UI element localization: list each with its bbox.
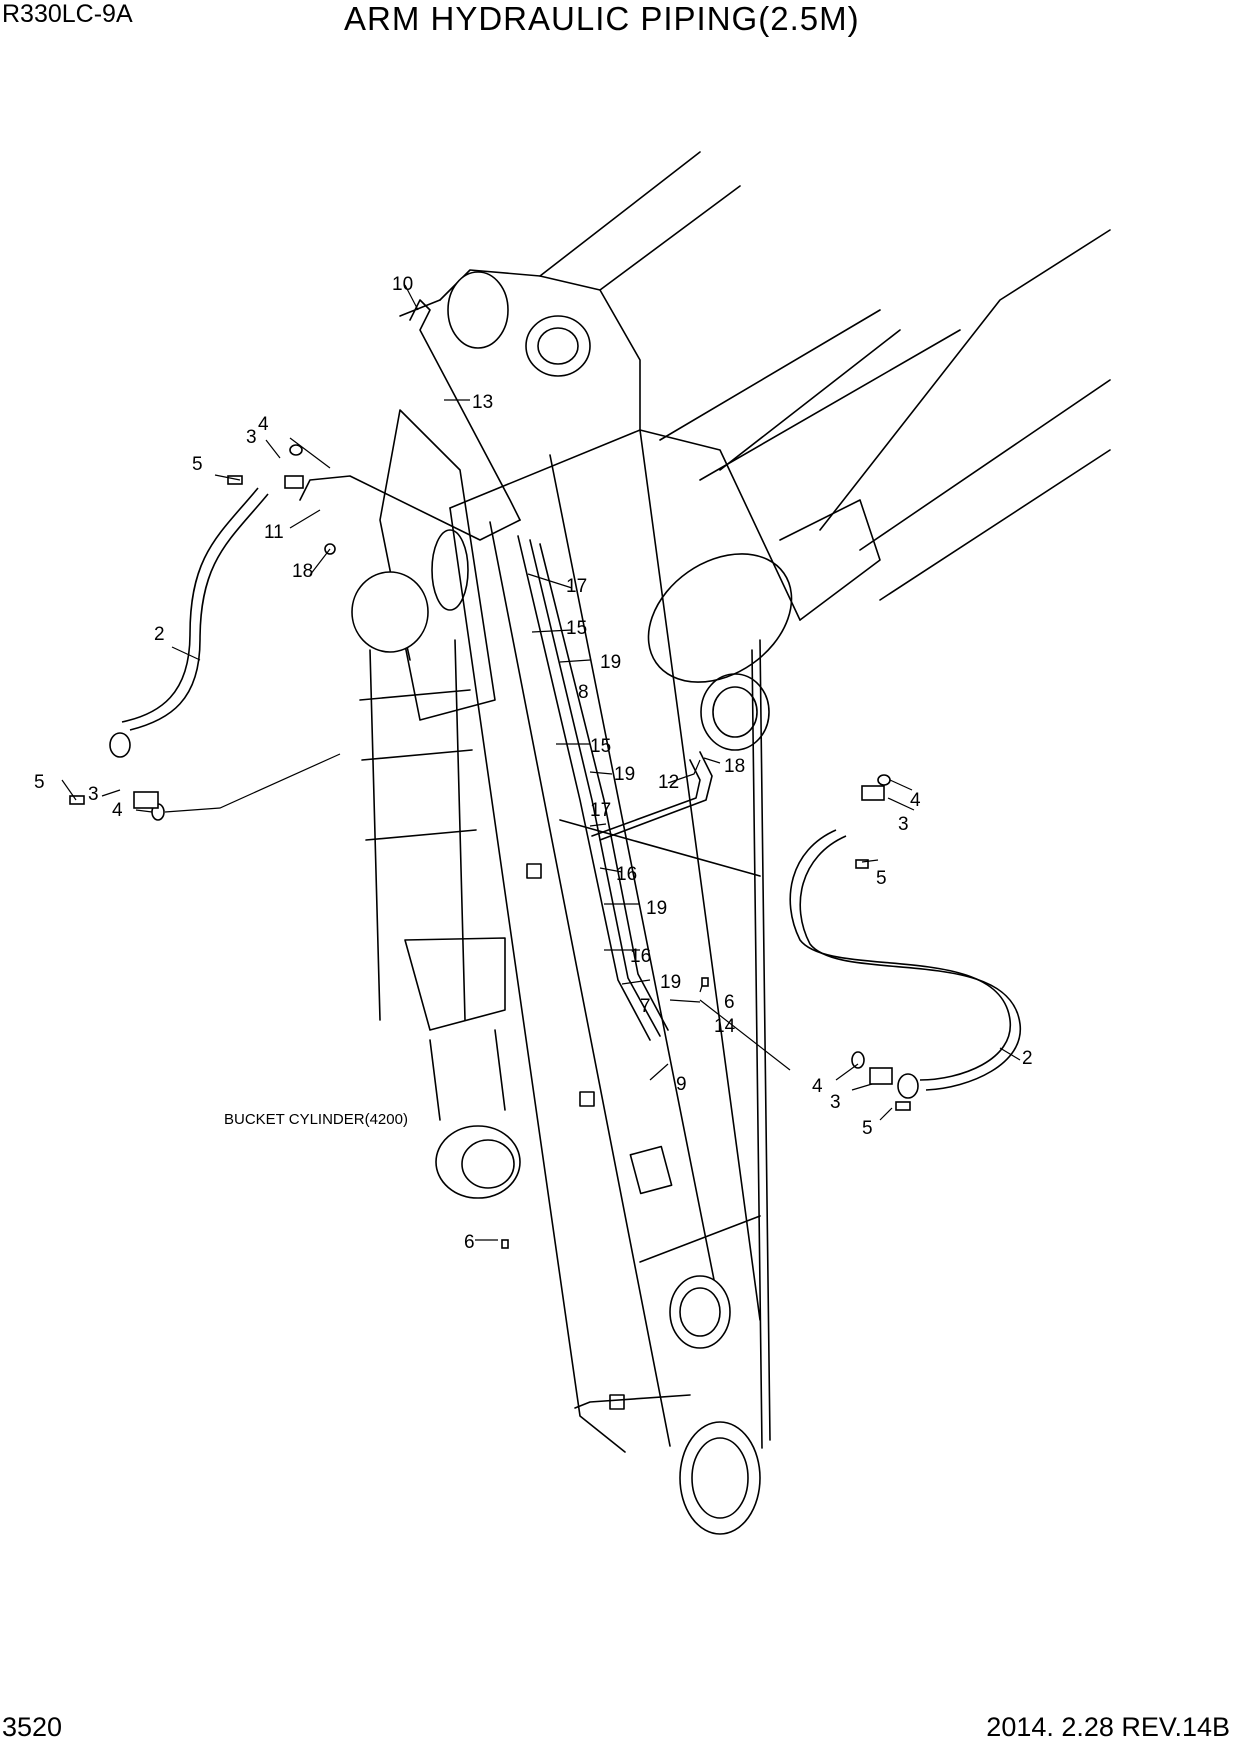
boom-outline xyxy=(539,151,1111,621)
callout-5b: 5 xyxy=(876,868,887,889)
callout-3b: 3 xyxy=(898,814,909,835)
callout-17: 17 xyxy=(566,576,587,597)
callout-18: 18 xyxy=(292,561,313,582)
page-number: 3520 xyxy=(2,1712,63,1742)
arm-piping-lines xyxy=(299,299,713,1041)
callout-3d: 3 xyxy=(88,784,99,805)
arm-body xyxy=(379,269,801,1535)
hose-left xyxy=(109,487,269,758)
callout-19b: 19 xyxy=(614,764,635,785)
callout-5d: 5 xyxy=(34,772,45,793)
callout-15: 15 xyxy=(566,618,587,639)
model-code: R330LC-9A xyxy=(2,0,133,28)
callout-15b: 15 xyxy=(590,736,611,757)
callout-6b: 6 xyxy=(464,1232,475,1253)
callout-8: 8 xyxy=(578,682,589,703)
callout-4c: 4 xyxy=(812,1076,823,1097)
page-title: ARM HYDRAULIC PIPING(2.5M) xyxy=(344,0,860,37)
callout-3c: 3 xyxy=(830,1092,841,1113)
callout-9: 9 xyxy=(676,1074,687,1095)
hose-right xyxy=(789,829,1021,1099)
callout-19c: 19 xyxy=(646,898,667,919)
callout-5c: 5 xyxy=(862,1118,873,1139)
date-revision: 2014. 2.28 REV.14B xyxy=(986,1712,1230,1742)
callout-7: 7 xyxy=(640,996,651,1017)
callout-19d: 19 xyxy=(660,972,681,993)
callout-labels: 10 13 4 3 5 11 18 17 15 19 8 2 15 19 12 … xyxy=(34,274,1033,1253)
callout-13: 13 xyxy=(472,392,493,413)
callout-16b: 16 xyxy=(630,946,651,967)
callout-4d: 4 xyxy=(112,800,123,821)
callout-16: 16 xyxy=(616,864,637,885)
arm-pivot-boss xyxy=(647,553,793,751)
callout-4b: 4 xyxy=(910,790,921,811)
callout-5: 5 xyxy=(192,454,203,475)
callout-4: 4 xyxy=(258,414,269,435)
callout-10: 10 xyxy=(392,274,413,295)
bucket-cylinder-note: BUCKET CYLINDER(4200) xyxy=(224,1111,408,1128)
leader-lines xyxy=(61,284,1021,1241)
fittings xyxy=(69,444,911,1249)
callout-17b: 17 xyxy=(590,800,611,821)
callout-11: 11 xyxy=(264,522,284,543)
callout-2: 2 xyxy=(154,624,165,645)
callout-6: 6 xyxy=(724,992,735,1013)
callout-3: 3 xyxy=(246,427,257,448)
callout-14: 14 xyxy=(714,1016,736,1037)
callout-2b: 2 xyxy=(1022,1048,1033,1069)
bucket-cylinder xyxy=(351,571,521,1199)
callout-19: 19 xyxy=(600,652,621,673)
callout-18b: 18 xyxy=(724,756,745,777)
callout-12: 12 xyxy=(658,772,679,793)
